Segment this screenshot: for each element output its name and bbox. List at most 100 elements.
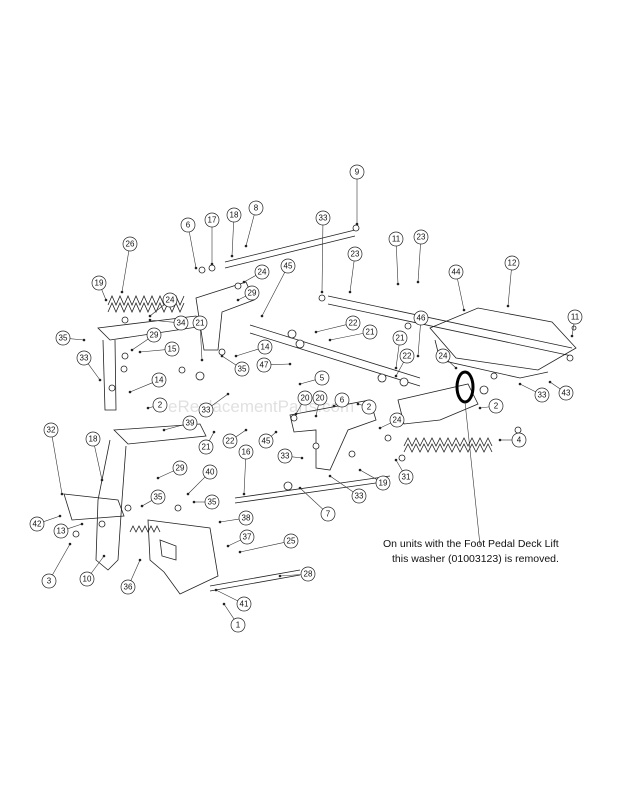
callout-bubble	[202, 464, 218, 480]
callout-number: 16	[242, 448, 251, 457]
callout-arrowhead	[60, 492, 64, 496]
callout-bubble	[150, 489, 166, 505]
callout-bubble	[413, 310, 429, 326]
callout-bubble	[315, 210, 331, 226]
callout-number: 45	[262, 437, 271, 446]
callout-bubble	[122, 236, 138, 252]
callout-leader	[571, 323, 575, 337]
callout-bubble	[151, 372, 167, 388]
callout-number: 19	[95, 279, 104, 288]
callout-number: 5	[320, 374, 325, 383]
callout-number: 33	[538, 391, 547, 400]
callout-arrowhead	[462, 308, 466, 312]
callout-number: 33	[319, 214, 328, 223]
callout-bubble	[375, 475, 391, 491]
callout-number: 2	[158, 401, 163, 410]
callout-number: 29	[150, 331, 159, 340]
callout-bubble	[283, 533, 299, 549]
callout-arrowhead	[260, 314, 264, 318]
callout-leader	[549, 381, 561, 390]
callout-bubble	[488, 398, 504, 414]
callout-leader	[69, 338, 85, 341]
callout-leader	[223, 603, 235, 620]
callout-bubble	[41, 573, 57, 589]
callout-arrowhead	[98, 378, 102, 382]
callout-arrowhead	[478, 406, 482, 410]
callout-number: 39	[186, 419, 195, 428]
callout-arrowhead	[234, 354, 238, 358]
callout-arrowhead	[162, 428, 166, 432]
callout-leader	[519, 383, 536, 393]
callout-bubble	[76, 350, 92, 366]
callout-leader	[359, 469, 378, 480]
callout-leader	[315, 404, 319, 417]
callout-number: 15	[168, 345, 177, 354]
highlight-leader	[464, 401, 481, 546]
callout-bubble	[152, 397, 168, 413]
callout-arrowhead	[80, 522, 84, 526]
callout-arrowhead	[230, 254, 234, 258]
callout-arrowhead	[120, 290, 124, 294]
callout-arrowhead	[314, 330, 318, 334]
callout-bubble	[435, 348, 451, 364]
callout-arrowhead	[58, 514, 62, 518]
callout-arrowhead	[192, 500, 196, 504]
callout-bubble	[182, 415, 198, 431]
callout-arrowhead	[320, 290, 324, 294]
callout-arrowhead	[288, 362, 292, 366]
callout-arrowhead	[498, 438, 502, 442]
callout-leader	[321, 224, 324, 293]
callout-leader	[299, 487, 324, 510]
callout-leader	[149, 319, 175, 323]
callout-number: 21	[196, 319, 205, 328]
callout-number: 3	[47, 577, 52, 586]
callout-number: 20	[316, 394, 325, 403]
callout-number: 6	[186, 221, 191, 230]
callout-bubble	[43, 422, 59, 438]
callout-arrowhead	[506, 304, 510, 308]
callout-number: 35	[154, 493, 163, 502]
callout-leader	[51, 436, 63, 495]
callout-number: 36	[124, 583, 133, 592]
callout-arrowhead	[278, 574, 282, 578]
callout-number: 23	[351, 250, 360, 259]
callout-number: 19	[379, 479, 388, 488]
callout-bubble	[392, 330, 408, 346]
callout-arrowhead	[356, 402, 360, 406]
callout-number: 4	[517, 436, 522, 445]
callout-leader	[129, 382, 153, 393]
callout-leader	[395, 459, 403, 472]
callout-bubble	[413, 229, 429, 245]
callout-number: 13	[57, 527, 66, 536]
callout-arrowhead	[274, 430, 278, 434]
callout-leader	[507, 269, 512, 307]
callout-number: 2	[494, 402, 499, 411]
callout-arrowhead	[244, 244, 248, 248]
callout-leader	[299, 379, 316, 385]
callout-leader	[243, 458, 246, 495]
callout-bubble	[226, 207, 242, 223]
callout-arrowhead	[138, 350, 142, 354]
callout-bubble	[361, 399, 377, 415]
callout-bubble	[79, 571, 95, 587]
callout-leader	[279, 574, 302, 577]
callout-bubble	[198, 439, 214, 455]
callout-leader	[130, 559, 141, 581]
callout-bubble	[388, 231, 404, 247]
callout-leader	[479, 406, 490, 409]
callout-arrowhead	[454, 366, 458, 370]
callout-arrowhead	[300, 456, 304, 460]
note-line-1: On units with the Foot Pedal Deck Lift	[383, 538, 559, 550]
callout-arrowhead	[548, 380, 552, 384]
callout-bubble	[204, 494, 220, 510]
callout-arrowhead	[244, 428, 248, 432]
callout-bubble	[345, 315, 361, 331]
callout-leader	[231, 221, 234, 257]
callout-arrowhead	[140, 504, 144, 508]
callout-arrowhead	[128, 390, 132, 394]
callout-arrowhead	[358, 468, 362, 472]
callout-bubble	[334, 392, 350, 408]
highlight-ring	[455, 370, 475, 404]
callout-bubble	[238, 510, 254, 526]
